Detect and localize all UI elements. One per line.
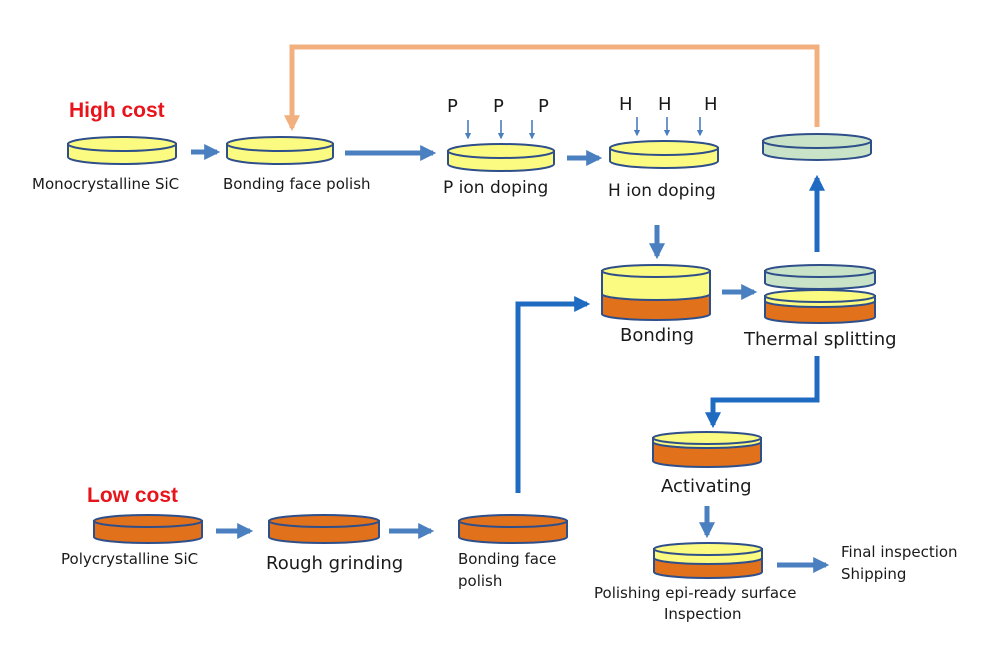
bonding-polish-bottom-label-line1: Bonding face — [458, 550, 556, 568]
rough-grinding-label: Rough grinding — [266, 553, 403, 574]
bonding-polish-bottom-label-line2: polish — [458, 572, 502, 590]
h-ion-3: H — [704, 94, 718, 115]
final-label-line1: Final inspection — [841, 543, 958, 561]
wafer-bonding-polish-bottom — [458, 514, 568, 544]
thermal-splitting-label: Thermal splitting — [743, 329, 897, 350]
p-ion-2: P — [493, 96, 504, 117]
wafer-p-doping — [447, 143, 555, 172]
wafer-mono-sic — [67, 136, 177, 165]
h-ion-2: H — [658, 94, 672, 115]
wafer-split-top — [764, 264, 876, 290]
bonding-label: Bonding — [620, 325, 694, 346]
arrow-poly-to-bonding — [515, 295, 591, 493]
final-label-line2: Shipping — [841, 565, 906, 583]
wafer-rough-grinding — [268, 514, 380, 544]
wafer-bonding-polish-top — [226, 136, 334, 165]
activating-label: Activating — [661, 476, 752, 497]
wafer-activating — [652, 431, 762, 468]
recycle-arrow — [283, 44, 820, 132]
h-doping-label: H ion doping — [608, 181, 716, 201]
high-cost-label: High cost — [69, 99, 165, 122]
p-ion-3: P — [538, 96, 549, 117]
polishing-label-line2: Inspection — [664, 605, 741, 623]
wafer-split-bottom — [764, 289, 876, 324]
polishing-label-line1: Polishing epi-ready surface — [594, 584, 797, 602]
arrow-splitting-to-activating — [704, 356, 820, 429]
wafer-bonding-stack — [601, 264, 711, 321]
h-ion-1: H — [619, 94, 633, 115]
bonding-polish-top-label: Bonding face polish — [223, 175, 371, 193]
p-doping-label: P ion doping — [443, 178, 548, 198]
wafer-poly-sic — [93, 514, 203, 544]
p-ion-1: P — [447, 96, 458, 117]
mono-sic-label: Monocrystalline SiC — [32, 175, 179, 193]
low-cost-label: Low cost — [87, 484, 178, 507]
wafer-h-doping — [609, 140, 719, 169]
wafer-recycled-mono — [762, 133, 872, 161]
wafer-polishing — [653, 542, 763, 579]
poly-sic-label: Polycrystalline SiC — [61, 550, 198, 568]
